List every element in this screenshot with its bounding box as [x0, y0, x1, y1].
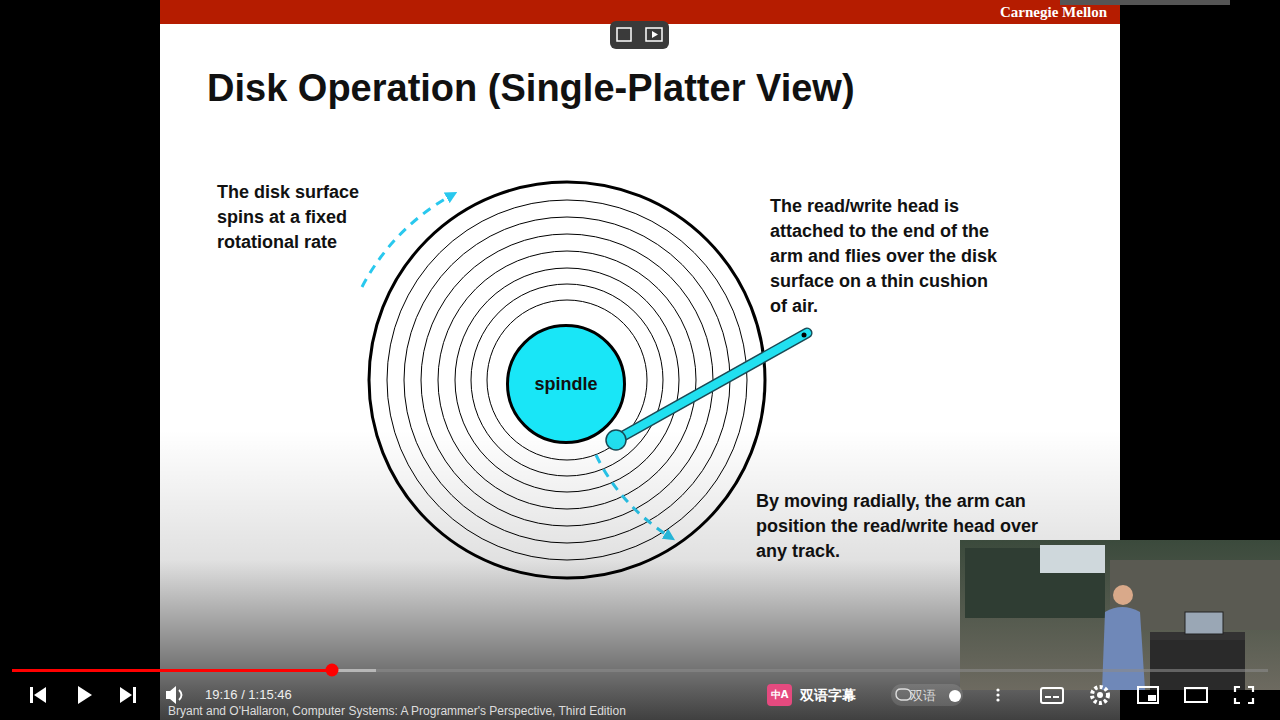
- subtitles-button: [1045, 696, 1051, 698]
- screen: [1040, 545, 1105, 573]
- settings-button: [1097, 692, 1103, 698]
- subtitle-mode: 双语字幕: [800, 687, 856, 704]
- volume-button: [166, 686, 176, 704]
- note: The read/write head is attached to the e…: [770, 194, 1008, 319]
- toggle-chip: [891, 684, 963, 706]
- laptop: [1185, 612, 1223, 634]
- prev-button: [30, 687, 33, 703]
- theater-button: [1185, 688, 1207, 702]
- institution-name: Carnegie Mellon: [1000, 4, 1107, 21]
- miniplayer-button: [1138, 687, 1158, 703]
- volume-button: [179, 690, 182, 700]
- webcam-ground: [960, 540, 1280, 690]
- arm: [616, 333, 807, 440]
- menu-button: [996, 688, 999, 691]
- rotation-arrow: [362, 195, 452, 287]
- settings-button: [1092, 687, 1108, 703]
- spindle-label: spindle: [534, 374, 597, 395]
- progress-buffered: [12, 669, 376, 672]
- language-toggle: 双语: [910, 688, 936, 704]
- bilingual-icon: [767, 684, 792, 706]
- progress-played: [12, 669, 332, 672]
- toggle-dot: [949, 690, 961, 702]
- fullscreen-button: [1235, 687, 1253, 703]
- menu-button: [996, 693, 999, 696]
- play-button: [78, 686, 92, 704]
- webcam-inset: [960, 540, 1280, 690]
- bilingual-icon-text: 中A: [767, 688, 792, 702]
- time-display: 19:16 / 1:15:46: [205, 687, 292, 703]
- overlay-icon: [617, 28, 631, 41]
- next-button: [133, 687, 136, 703]
- next-button: [120, 687, 132, 703]
- menu-button: [996, 698, 999, 701]
- citation: Bryant and O'Hallaron, Computer Systems:…: [168, 704, 626, 718]
- overlay-icon: [652, 31, 658, 38]
- desk-front: [1150, 640, 1245, 690]
- slide-title: Disk Operation (Single-Platter View): [207, 64, 855, 112]
- player-controls: [30, 684, 1253, 706]
- player-shade: [0, 430, 1280, 720]
- read-write-head: [802, 333, 807, 338]
- spindle-circle: spindle: [506, 324, 626, 444]
- overlay-icon: [646, 28, 662, 41]
- note: By moving radially, the arm can position…: [756, 489, 1044, 564]
- miniplayer-button: [1148, 695, 1156, 701]
- note: The disk surface spins at a fixed rotati…: [217, 180, 375, 255]
- progress-track: [12, 669, 1268, 672]
- progress-scrubber: [326, 664, 339, 677]
- translate-icon: [896, 689, 911, 700]
- subtitles-button: [1053, 696, 1059, 698]
- subtitles-button: [1041, 688, 1063, 703]
- lecturer-body: [1102, 607, 1145, 690]
- header-bar: [160, 0, 1120, 24]
- arm-outline: [616, 333, 807, 440]
- overlay-buttons: [610, 21, 669, 49]
- lecturer-head: [1113, 585, 1133, 605]
- prev-button: [34, 687, 46, 703]
